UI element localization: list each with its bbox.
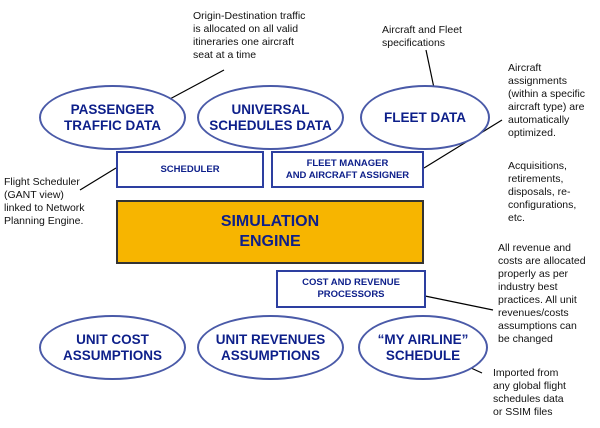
simulation-engine-box: SIMULATION ENGINE bbox=[116, 200, 424, 264]
aircraft-assignments-note: Aircraft assignments (within a specific … bbox=[508, 62, 586, 139]
connector-aircraft-assignments bbox=[423, 119, 503, 169]
imported-note: Imported from any global flight schedule… bbox=[493, 367, 566, 418]
flight-scheduler-note: Flight Scheduler (GANT view) linked to N… bbox=[4, 176, 85, 227]
revenue-costs-note: All revenue and costs are allocated prop… bbox=[498, 242, 586, 345]
unit-revenues-assumptions-ellipse: UNIT REVENUES ASSUMPTIONS bbox=[197, 315, 344, 380]
unit-cost-assumptions-ellipse: UNIT COST ASSUMPTIONS bbox=[39, 315, 186, 380]
cost-revenue-processors-box: COST AND REVENUE PROCESSORS bbox=[276, 270, 426, 308]
connector-fleet-specs bbox=[425, 49, 435, 89]
connector-revenue-costs bbox=[424, 295, 494, 311]
passenger-traffic-data-ellipse: PASSENGER TRAFFIC DATA bbox=[39, 85, 186, 150]
acquisitions-note: Acquisitions, retirements, disposals, re… bbox=[508, 160, 577, 224]
my-airline-schedule-ellipse: “MY AIRLINE” SCHEDULE bbox=[358, 315, 488, 380]
connector-origin-destination bbox=[167, 69, 225, 101]
universal-schedules-data-ellipse: UNIVERSAL SCHEDULES DATA bbox=[197, 85, 344, 150]
origin-destination-note: Origin-Destination traffic is allocated … bbox=[193, 10, 306, 61]
fleet-data-ellipse: FLEET DATA bbox=[360, 85, 490, 150]
connector-flight-scheduler bbox=[79, 167, 117, 191]
fleet-manager-box: FLEET MANAGER AND AIRCRAFT ASSIGNER bbox=[271, 151, 424, 188]
scheduler-box: SCHEDULER bbox=[116, 151, 264, 188]
aircraft-fleet-specs-note: Aircraft and Fleet specifications bbox=[382, 24, 462, 49]
